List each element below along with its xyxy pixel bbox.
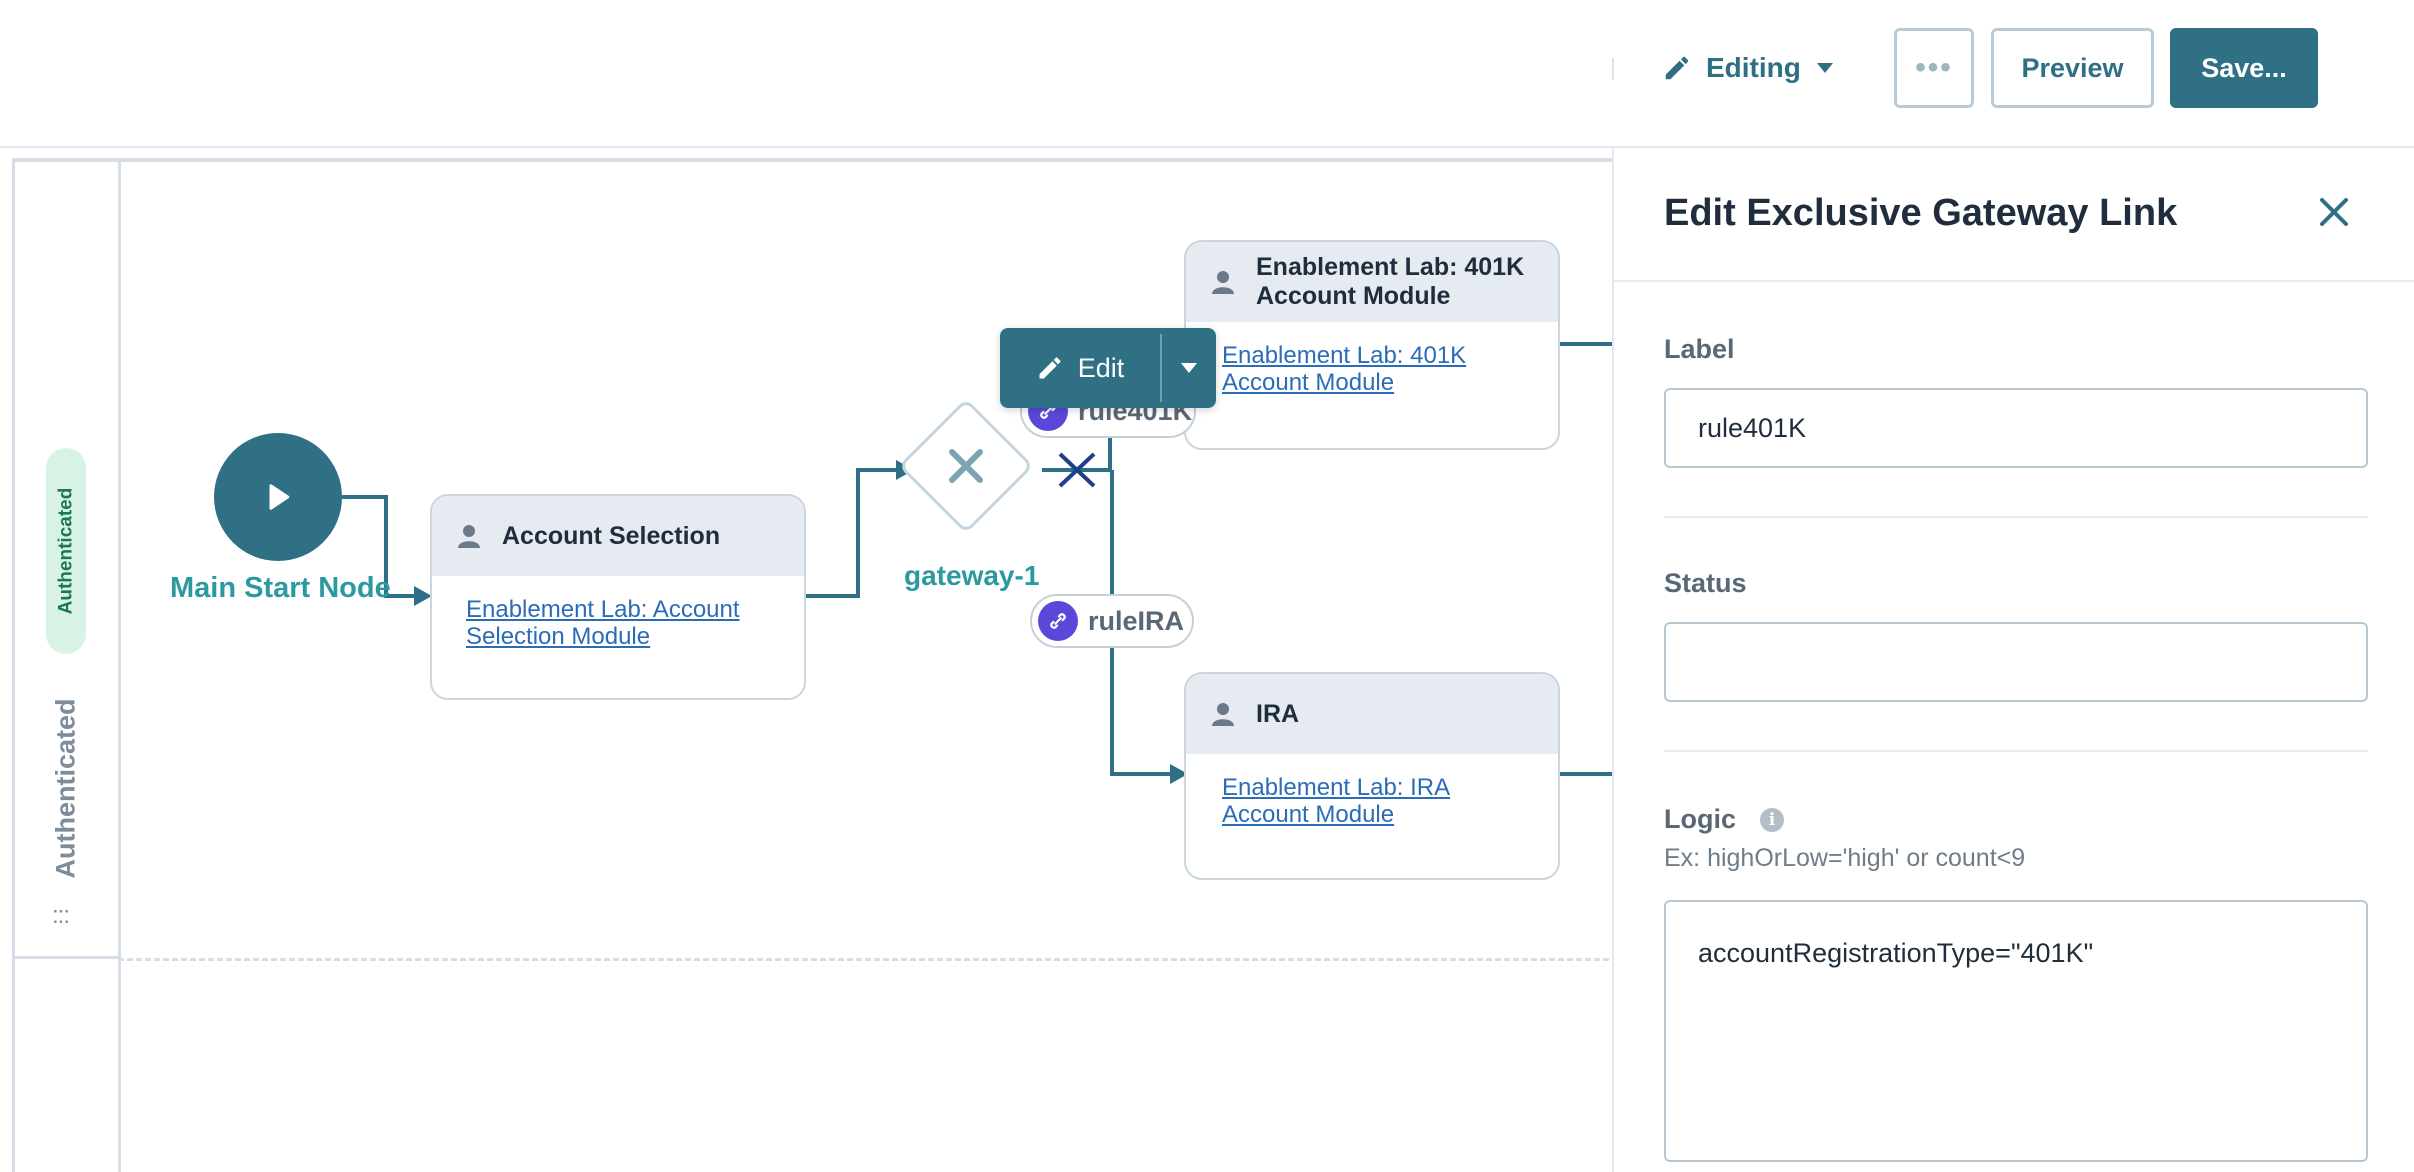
authenticated-badge: Authenticated [46,448,86,654]
task-module-link[interactable]: Enablement Lab: 401K Account Module [1222,342,1467,396]
logic-hint: Ex: highOrLow='high' or count<9 [1664,844,2026,872]
close-icon[interactable] [2314,192,2354,232]
connector-account-to-gateway [804,468,898,598]
logic-textarea[interactable]: accountRegistrationType="401K" [1664,900,2368,1162]
panel-title: Edit Exclusive Gateway Link [1664,192,2178,234]
mode-label: Editing [1706,52,1801,83]
user-icon [1212,271,1234,294]
gateway-label: gateway-1 [904,560,1040,591]
task-module-link[interactable]: Enablement Lab: IRA Account Module [1222,774,1451,828]
task-module-link[interactable]: Enablement Lab: Account Selection Module [466,596,740,650]
task-title: Enablement Lab: 401K Account Module [1256,253,1525,310]
section-divider [1664,750,2368,752]
label-input[interactable] [1664,388,2368,468]
task-header: IRA [1186,674,1558,754]
mode-dropdown[interactable]: Editing [1662,46,1835,90]
user-icon [1212,703,1234,726]
toolbar-divider [1612,58,1614,80]
task-body: Enablement Lab: 401K Account Module [1186,322,1558,396]
swimlane-header-separator [12,956,118,959]
start-node[interactable] [214,433,342,561]
rule-ira-link-label[interactable]: ruleIRA [1030,594,1194,648]
task-body: Enablement Lab: IRA Account Module [1186,754,1558,828]
task-header: Enablement Lab: 401K Account Module [1186,242,1558,322]
rule-icon [1038,601,1078,641]
pencil-icon [1039,357,1061,379]
more-options-icon: ••• [1915,51,1953,84]
task-header: Account Selection [432,496,804,576]
connector-gateway-to-ira [1110,470,1172,776]
arrowhead-ira [1170,764,1188,784]
chevron-down-icon [1181,363,1197,373]
save-button[interactable]: Save... [2170,28,2318,108]
panel-header-divider [1614,280,2414,282]
task-title: IRA [1256,699,1300,728]
arrowhead-account [414,586,432,606]
close-x-icon [949,449,983,483]
task-title: Account Selection [502,521,721,550]
info-icon[interactable]: i [1760,808,1784,832]
task-ira[interactable]: IRA Enablement Lab: IRA Account Module [1184,672,1560,880]
drag-handle-icon[interactable]: ::: [52,902,70,929]
edit-button-label: Edit [1077,352,1125,383]
link-delete-x-icon [1058,452,1096,488]
section-divider [1664,516,2368,518]
chevron-down-icon [1816,63,1833,73]
rule-ira-label: ruleIRA [1088,605,1185,636]
more-options-button[interactable]: ••• [1894,28,1974,108]
connector-start-to-account [342,495,414,598]
play-icon [269,484,290,510]
top-toolbar: Editing ••• Preview Save... [0,0,2414,148]
status-field-label: Status [1664,568,1747,598]
edit-link-panel: Edit Exclusive Gateway Link Label Status… [1612,148,2414,1172]
user-icon [458,525,480,548]
swimlane-header[interactable] [12,160,121,1172]
status-input[interactable] [1664,622,2368,702]
task-401k[interactable]: Enablement Lab: 401K Account Module Enab… [1184,240,1560,450]
flow-canvas[interactable]: Authenticated Authenticated ::: Main Sta… [0,148,1612,1172]
pencil-icon [1665,56,1689,80]
task-body: Enablement Lab: Account Selection Module [432,576,804,650]
start-node-label: Main Start Node [170,572,391,604]
logic-field-label: Logic [1664,804,1736,834]
edit-popover-separator [1160,334,1162,402]
edit-button[interactable]: Edit [1000,328,1160,408]
label-field-label: Label [1664,334,1735,364]
link-icon [1050,613,1066,629]
swimlane-divider [118,958,1612,961]
preview-button[interactable]: Preview [1991,28,2154,108]
swimlane-frame [12,158,1612,1172]
edit-options-dropdown[interactable] [1162,328,1216,408]
task-account-selection[interactable]: Account Selection Enablement Lab: Accoun… [430,494,806,700]
edit-popover: Edit [1000,328,1216,408]
